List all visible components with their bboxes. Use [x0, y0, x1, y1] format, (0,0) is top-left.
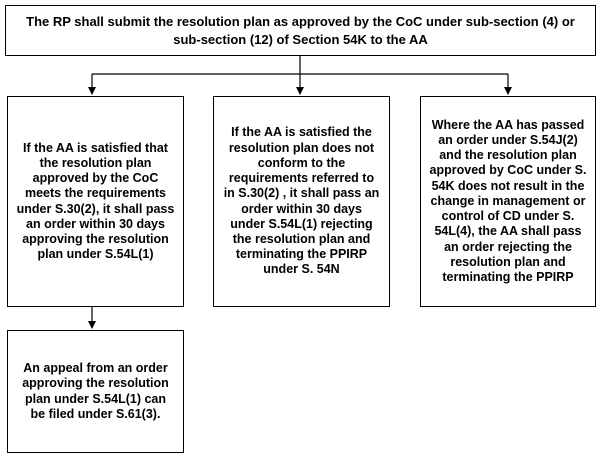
node-rp-submits-plan-text: The RP shall submit the resolution plan …	[26, 13, 575, 47]
node-appeal-text: An appeal from an order approving the re…	[22, 361, 169, 421]
node-plan-rejected-no-change-control: Where the AA has passed an order under S…	[420, 96, 596, 307]
node-plan-approved: If the AA is satisfied that the resoluti…	[7, 96, 184, 307]
node-rp-submits-plan: The RP shall submit the resolution plan …	[5, 5, 596, 56]
node-plan-approved-text: If the AA is satisfied that the resoluti…	[16, 140, 175, 262]
node-appeal: An appeal from an order approving the re…	[7, 330, 184, 453]
node-plan-rejected-no-change-control-text: Where the AA has passed an order under S…	[429, 117, 587, 284]
node-plan-rejected-nonconforming-text: If the AA is satisfied the resolution pl…	[223, 125, 380, 277]
node-plan-rejected-nonconforming: If the AA is satisfied the resolution pl…	[213, 96, 390, 307]
